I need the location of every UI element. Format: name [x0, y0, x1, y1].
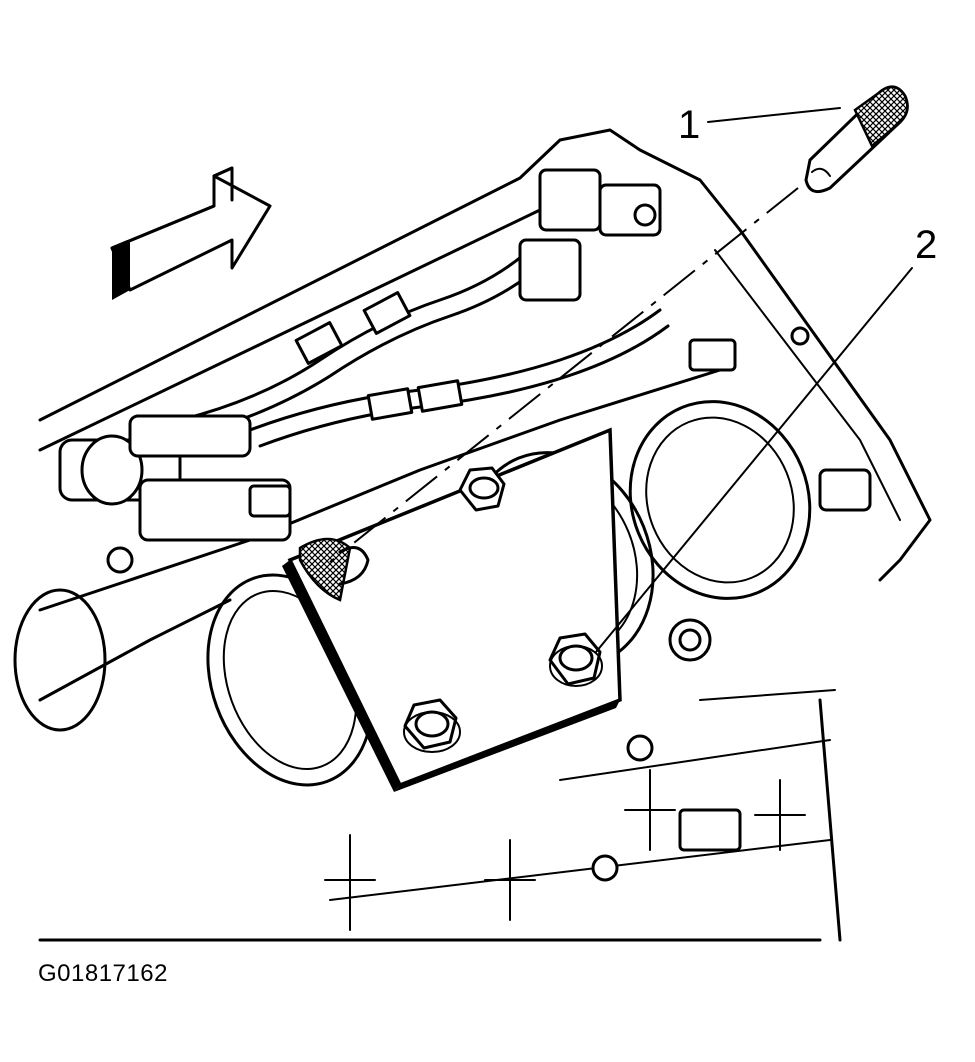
callout-2-label: 2 [915, 223, 937, 267]
callout-2-leader [595, 267, 913, 653]
direction-arrow-icon [110, 166, 272, 300]
fixture-plate [282, 427, 622, 792]
bolt [548, 632, 603, 687]
figure-id: G01817162 [38, 960, 168, 987]
callout-1-label: 1 [678, 103, 700, 147]
callout-1-leader [707, 107, 841, 123]
bolt [458, 466, 506, 512]
guide-pin [804, 85, 909, 194]
bolt [403, 698, 461, 753]
alignment-line [329, 187, 799, 563]
engine-block [13, 128, 932, 942]
